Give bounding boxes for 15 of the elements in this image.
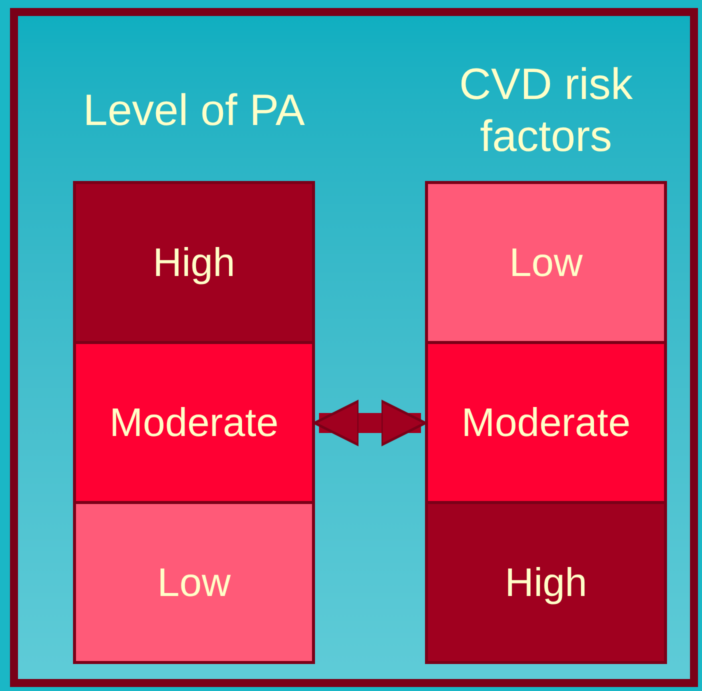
level-box [428, 341, 664, 501]
level-label: High [504, 560, 588, 606]
level-label: Moderate [110, 400, 278, 446]
level-label: Low [157, 560, 231, 606]
level-label: Low [509, 240, 583, 286]
column-heading: CVD risk factors [458, 59, 634, 163]
level-box [76, 501, 312, 661]
level-box [428, 501, 664, 661]
level-box [428, 184, 664, 341]
column-heading: Level of PA [83, 85, 305, 137]
level-box [76, 341, 312, 501]
double-arrow [313, 400, 427, 446]
level-box [76, 184, 312, 341]
level-label: High [152, 240, 236, 286]
level-label: Moderate [462, 400, 630, 446]
